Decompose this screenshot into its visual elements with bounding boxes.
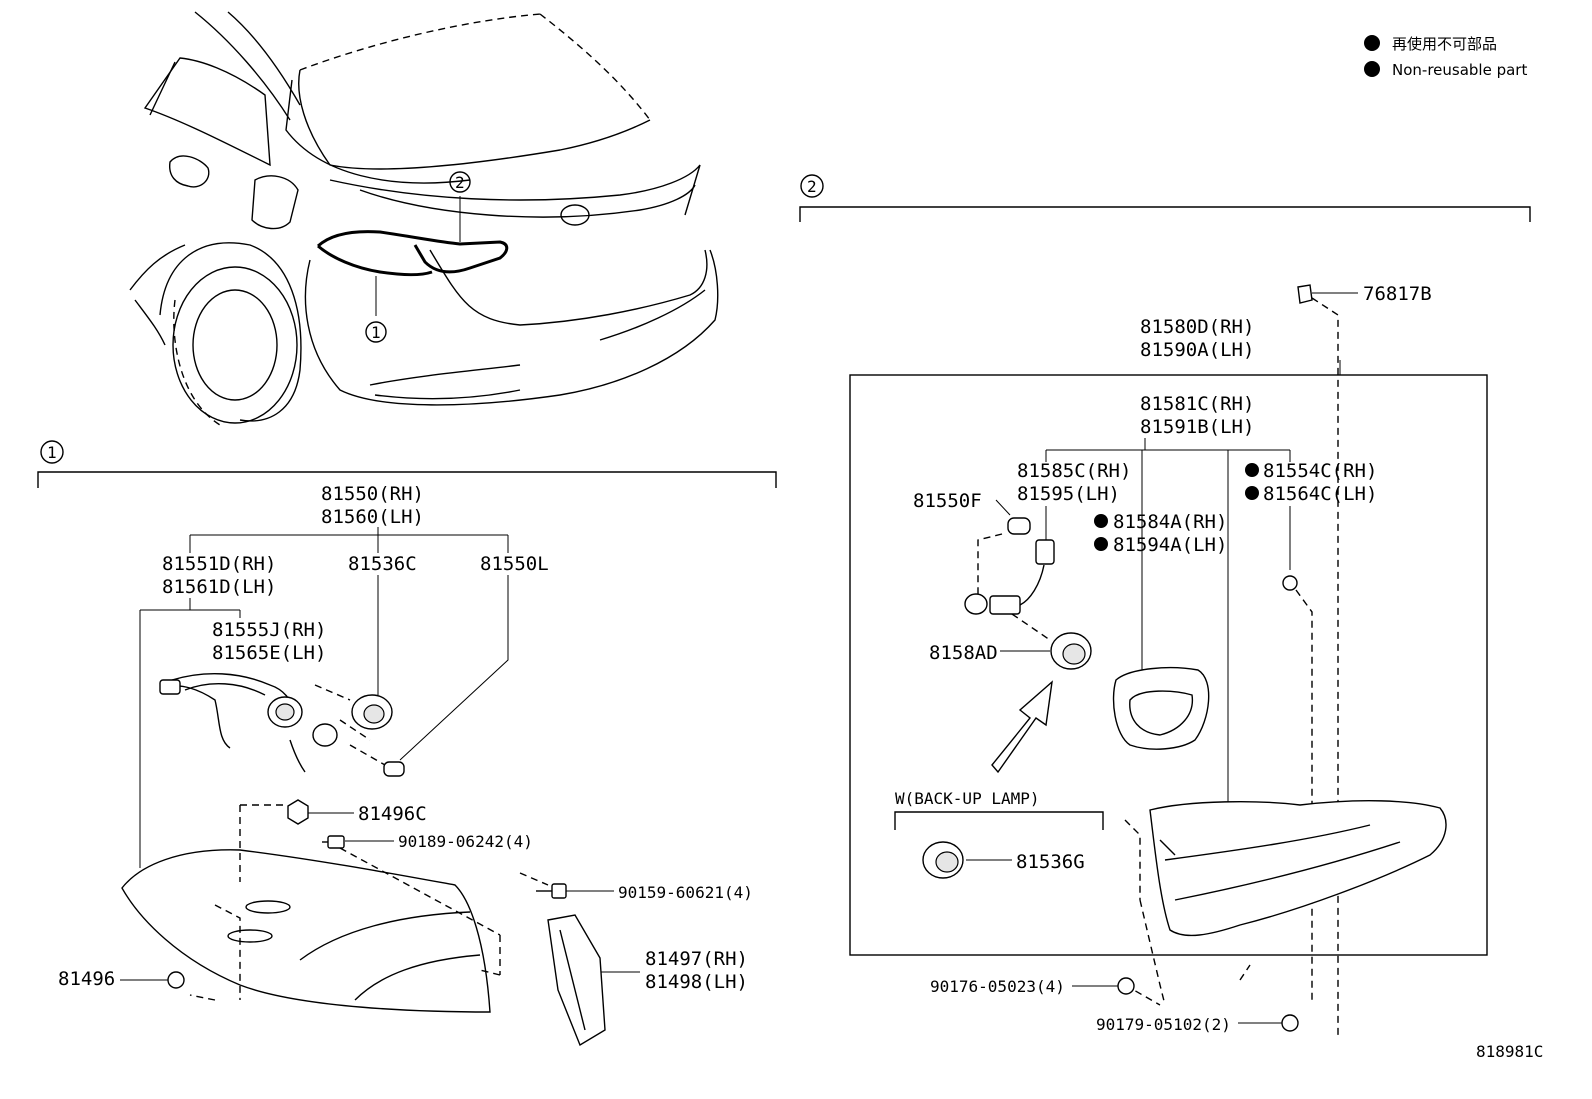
callout-label: 2 <box>455 173 465 192</box>
nut-90179-icon <box>1281 1014 1299 1032</box>
label-81564c-lh: 81564C(LH) <box>1263 483 1377 505</box>
label-90189-06242: 90189-06242(4) <box>398 832 533 851</box>
legend-en: Non-reusable part <box>1392 61 1527 79</box>
bulb-81550l <box>383 761 405 777</box>
label-81496: 81496 <box>58 968 115 990</box>
retainer-76817b-icon <box>1297 284 1313 304</box>
label-81595-lh: 81595(LH) <box>1017 483 1120 505</box>
label-8158ad: 8158AD <box>929 642 998 664</box>
wire-81585c <box>989 539 1055 615</box>
group-2-header: 2 <box>799 174 1531 222</box>
bolt-90159-icon <box>536 883 567 899</box>
label-81561d-lh: 81561D(LH) <box>162 576 276 598</box>
label-81565e-lh: 81565E(LH) <box>212 642 326 664</box>
gasket-81584a <box>1112 666 1210 750</box>
non-reusable-bullet-icon <box>1364 61 1380 77</box>
label-81594a-lh: 81594A(LH) <box>1113 534 1227 556</box>
car-callout-1: 1 <box>365 321 387 343</box>
bulb-81550f <box>1007 517 1031 535</box>
backup-lamp-group <box>894 811 1104 830</box>
non-reusable-bullet-icon <box>1245 486 1259 500</box>
group-1-tree <box>120 527 640 981</box>
clip-81496-icon <box>167 971 185 989</box>
group-1-header: 1 <box>37 440 777 488</box>
label-81550l: 81550L <box>480 553 549 575</box>
legend: 再使用不可部品 Non-reusable part <box>1364 35 1527 79</box>
label-81498-lh: 81498(LH) <box>645 971 748 993</box>
label-81550f: 81550F <box>913 490 982 512</box>
nut-81496c-icon <box>287 799 309 825</box>
non-reusable-bullet-icon <box>1245 463 1259 477</box>
group-1-callout: 1 <box>47 443 57 462</box>
label-90179-05102: 90179-05102(2) <box>1096 1015 1231 1034</box>
label-81591b-lh: 81591B(LH) <box>1140 416 1254 438</box>
inner-lamp-assembly <box>1149 800 1447 937</box>
label-81497-rh: 81497(RH) <box>645 948 748 970</box>
bracket-81497 <box>547 914 606 1047</box>
non-reusable-bullet-icon <box>1094 514 1108 528</box>
group-2-bullets <box>1094 463 1259 551</box>
label-81585c-rh: 81585C(RH) <box>1017 460 1131 482</box>
direction-arrow-icon <box>991 680 1053 774</box>
non-reusable-bullet-icon <box>1364 35 1380 51</box>
socket-8158ad <box>1050 632 1092 670</box>
label-81496c: 81496C <box>358 803 427 825</box>
group-2-callout: 2 <box>807 177 817 196</box>
non-reusable-bullet-icon <box>1094 537 1108 551</box>
socket-small <box>964 593 988 615</box>
wire-harness-1 <box>159 673 306 773</box>
group-1-labels: 81550(RH) 81560(LH) 81551D(RH) 81561D(LH… <box>58 483 753 993</box>
label-90176-05023: 90176-05023(4) <box>930 977 1065 996</box>
label-81590a-lh: 81590A(LH) <box>1140 339 1254 361</box>
drawing-number: 818981C <box>1476 1042 1543 1061</box>
backup-lamp-title: W(BACK-UP LAMP) <box>895 789 1040 808</box>
screw-90189-icon <box>322 835 345 849</box>
socket-81536g <box>922 841 964 879</box>
label-81554c-rh: 81554C(RH) <box>1263 460 1377 482</box>
legend-jp: 再使用不可部品 <box>1392 35 1497 53</box>
label-81584a-rh: 81584A(RH) <box>1113 511 1227 533</box>
nut-90176-icon <box>1117 977 1135 995</box>
label-81580d-rh: 81580D(RH) <box>1140 316 1254 338</box>
label-81581c-rh: 81581C(RH) <box>1140 393 1254 415</box>
label-81536c: 81536C <box>348 553 417 575</box>
socket-81551d <box>267 696 338 747</box>
group-2-labels: 76817B 81580D(RH) 81590A(LH) 81581C(RH) … <box>895 283 1432 1034</box>
socket-81536c <box>351 694 393 730</box>
tail-lamp-outer <box>121 849 491 1013</box>
group-2-tree <box>966 292 1358 1024</box>
seal-81554c-icon <box>1282 575 1298 591</box>
callout-label: 1 <box>371 323 381 342</box>
label-76817b: 76817B <box>1363 283 1432 305</box>
label-90159-60621: 90159-60621(4) <box>618 883 753 902</box>
label-81550-rh: 81550(RH) <box>321 483 424 505</box>
label-81555j-rh: 81555J(RH) <box>212 619 326 641</box>
car-rear-illustration <box>129 11 719 426</box>
car-callout-2: 2 <box>449 171 471 193</box>
label-81536g: 81536G <box>1016 851 1085 873</box>
label-81560-lh: 81560(LH) <box>321 506 424 528</box>
label-81551d-rh: 81551D(RH) <box>162 553 276 575</box>
group-2-box <box>849 374 1488 956</box>
